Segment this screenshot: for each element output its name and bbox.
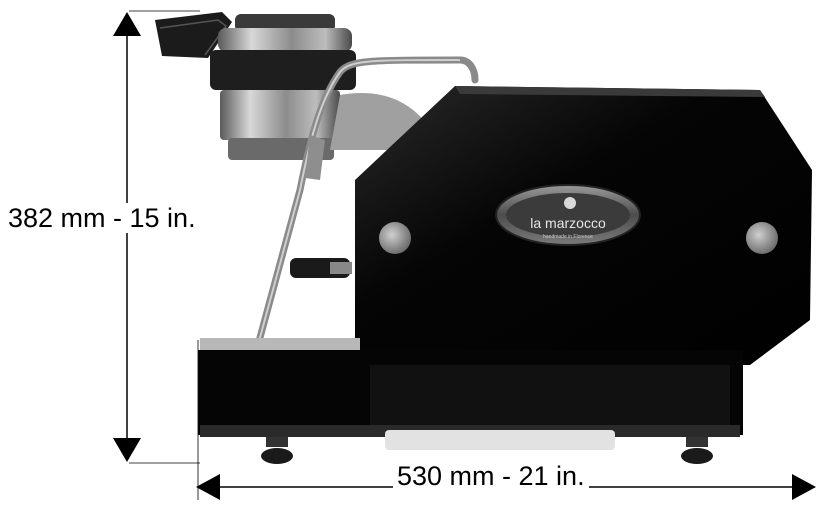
- badge-tagline: handmade in Florence: [543, 234, 593, 240]
- side-knob-icon: [379, 222, 411, 254]
- arrow-right-icon: [792, 474, 816, 500]
- side-knob-icon: [746, 222, 778, 254]
- width-dimension-label: 530 mm - 21 in.: [393, 461, 589, 491]
- arrow-down-icon: [113, 438, 141, 462]
- arrow-left-icon: [196, 474, 220, 500]
- lion-emblem-icon: [564, 197, 576, 209]
- arrow-up-icon: [113, 12, 141, 36]
- height-dimension: [113, 10, 200, 464]
- height-dimension-label: 382 mm - 15 in.: [8, 203, 196, 233]
- group-head-assembly: [155, 12, 356, 160]
- badge-brand: la marzocco: [530, 215, 606, 231]
- feet: [261, 437, 713, 464]
- brand-badge: la marzocco handmade in Florence: [495, 184, 641, 246]
- machine-body: [198, 86, 812, 450]
